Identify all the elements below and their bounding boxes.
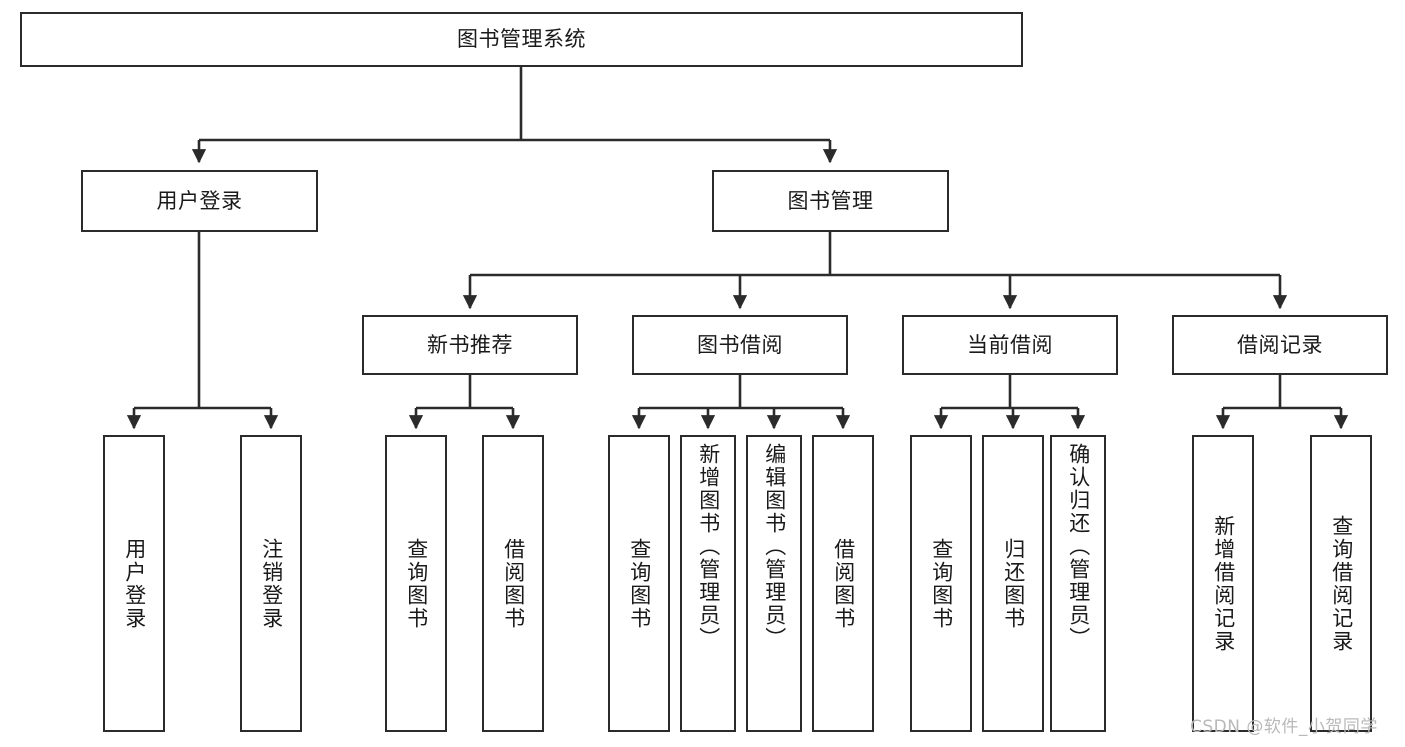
node-root[interactable]: 图书管理系统 [20,12,1023,67]
node-borrow-record[interactable]: 借阅记录 [1172,315,1388,375]
node-current-borrow-label: 当前借阅 [967,332,1053,357]
leaf-query-book-borrow-label: 查询图书 [627,537,652,630]
leaf-user-login[interactable]: 用户登录 [103,435,165,732]
leaf-user-login-label: 用户登录 [122,537,147,630]
leaf-query-borrow-record[interactable]: 查询借阅记录 [1310,435,1372,732]
leaf-confirm-return-admin-label: 确认归还（管理员） [1066,443,1091,650]
leaf-borrow-book-recommend[interactable]: 借阅图书 [482,435,544,732]
leaf-borrow-book-borrow-label: 借阅图书 [831,537,856,630]
leaf-query-book-borrow[interactable]: 查询图书 [608,435,670,732]
leaf-query-book-recommend[interactable]: 查询图书 [385,435,447,732]
leaf-borrow-book-borrow[interactable]: 借阅图书 [812,435,874,732]
node-new-book-recommend-label: 新书推荐 [427,332,513,357]
leaf-confirm-return-admin[interactable]: 确认归还（管理员） [1050,435,1106,732]
leaf-return-book-label: 归还图书 [1001,537,1026,630]
node-book-borrow[interactable]: 图书借阅 [632,315,848,375]
node-book-borrow-label: 图书借阅 [697,332,783,357]
csdn-watermark: CSDN @软件_小贺同学 [1190,717,1378,737]
leaf-query-book-recommend-label: 查询图书 [404,537,429,630]
node-new-book-recommend[interactable]: 新书推荐 [362,315,578,375]
node-root-label: 图书管理系统 [457,27,586,52]
node-user-login-label: 用户登录 [156,188,243,213]
leaf-logout-label: 注销登录 [259,537,284,630]
node-book-manage[interactable]: 图书管理 [712,170,949,232]
node-current-borrow[interactable]: 当前借阅 [902,315,1118,375]
leaf-add-book-admin-label: 新增图书（管理员） [696,443,721,650]
leaf-add-book-admin[interactable]: 新增图书（管理员） [680,435,736,732]
leaf-query-book-current[interactable]: 查询图书 [910,435,972,732]
leaf-edit-book-admin-label: 编辑图书（管理员） [762,443,787,650]
node-book-manage-label: 图书管理 [787,188,874,213]
leaf-query-borrow-record-label: 查询借阅记录 [1329,514,1354,653]
leaf-edit-book-admin[interactable]: 编辑图书（管理员） [746,435,802,732]
node-user-login[interactable]: 用户登录 [81,170,318,232]
leaf-add-borrow-record-label: 新增借阅记录 [1211,514,1236,653]
leaf-borrow-book-recommend-label: 借阅图书 [501,537,526,630]
node-borrow-record-label: 借阅记录 [1237,332,1323,357]
leaf-add-borrow-record[interactable]: 新增借阅记录 [1192,435,1254,732]
leaf-query-book-current-label: 查询图书 [929,537,954,630]
leaf-return-book[interactable]: 归还图书 [982,435,1044,732]
leaf-logout[interactable]: 注销登录 [240,435,302,732]
